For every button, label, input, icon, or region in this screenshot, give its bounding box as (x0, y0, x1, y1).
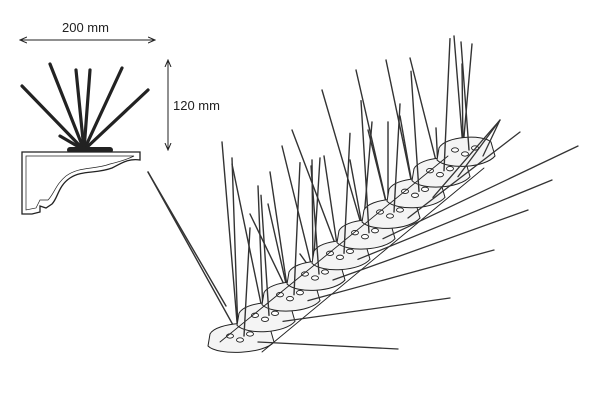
spike-mount-hole (386, 213, 394, 219)
front-spike (310, 165, 320, 275)
front-spike (443, 37, 451, 172)
back-spike (231, 157, 239, 335)
side-spike (82, 68, 92, 152)
side-spike (382, 145, 579, 240)
side-spike (20, 84, 86, 152)
spike-mount-hole (236, 337, 244, 343)
front-spike (343, 132, 351, 255)
spike-mount-hole (461, 151, 469, 157)
front-spike (360, 99, 370, 234)
side-profile-spikes (20, 62, 150, 153)
spike-mount-hole (321, 269, 329, 275)
strip-rail (261, 167, 485, 353)
strip-base-segments (207, 136, 496, 353)
width-dimension: 200 mm (20, 20, 155, 40)
spike-mount-hole (286, 296, 294, 302)
side-spike (257, 341, 399, 350)
spike-mount-hole (436, 172, 444, 178)
front-spike (243, 227, 251, 337)
back-spike (399, 115, 414, 191)
back-spike (267, 203, 289, 294)
spike-mount-hole (326, 250, 334, 256)
strip-base-segment (436, 136, 496, 167)
side-spike (357, 179, 553, 260)
spike-mount-hole (296, 290, 304, 296)
front-spike (260, 194, 270, 317)
side-spike (432, 119, 501, 198)
side-spike (307, 249, 495, 302)
side-spike (147, 171, 227, 307)
spike-mount-hole (411, 192, 419, 198)
spike-mount-hole (301, 271, 309, 277)
back-spike (257, 185, 264, 315)
side-profile-base-inner (25, 155, 135, 211)
spike-mount-hole (421, 186, 429, 192)
side-profile-base (21, 151, 141, 215)
strip-rail (219, 155, 449, 343)
spike-mount-hole (371, 228, 379, 234)
height-label: 120 mm (173, 98, 220, 113)
spike-mount-hole (261, 316, 269, 322)
back-spike (249, 213, 289, 294)
back-spike (409, 57, 439, 170)
side-spike (457, 119, 501, 178)
spike-mount-hole (246, 331, 254, 337)
width-label: 200 mm (62, 20, 109, 35)
spike-mount-hole (396, 207, 404, 213)
back-spike (349, 159, 364, 232)
back-spike (321, 89, 364, 232)
side-spike (82, 66, 124, 152)
back-spike (291, 129, 339, 253)
side-spike (82, 88, 150, 152)
height-dimension: 120 mm (168, 60, 220, 150)
side-spike-row (147, 119, 579, 350)
side-spike (332, 209, 529, 281)
spike-mount-hole (451, 147, 459, 153)
back-spike (323, 155, 339, 253)
side-spike (74, 68, 86, 152)
back-spike (269, 171, 289, 294)
back-spike (221, 141, 239, 335)
side-spike (48, 62, 86, 152)
spike-mount-hole (336, 254, 344, 260)
back-spike (462, 43, 473, 149)
spike-mount-hole (361, 234, 369, 240)
spike-mount-hole (446, 166, 454, 172)
spike-mount-hole (271, 310, 279, 316)
spike-mount-hole (311, 275, 319, 281)
spike-mount-hole (346, 248, 354, 254)
back-spike (231, 163, 264, 315)
front-spike (410, 70, 420, 193)
side-spike (282, 297, 451, 322)
back-spike-row (147, 35, 473, 335)
back-spike (461, 63, 464, 149)
side-profile-view (20, 62, 150, 215)
front-spike (393, 103, 401, 213)
front-spike (293, 161, 301, 296)
side-spike (482, 119, 501, 157)
perspective-strip-view (147, 35, 579, 353)
front-spike (460, 41, 470, 151)
back-spike (367, 129, 389, 211)
side-spike (407, 131, 521, 219)
front-spike-row (243, 37, 470, 337)
back-spike (453, 35, 464, 149)
spike-mount-hole (276, 292, 284, 298)
